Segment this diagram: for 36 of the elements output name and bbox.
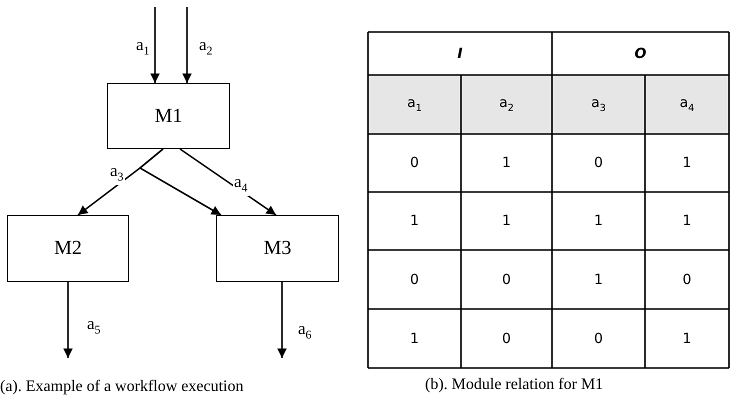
arrow xyxy=(180,148,276,216)
table-cell-text: 0 xyxy=(409,154,420,173)
module-name: M1 xyxy=(154,104,182,128)
table-cell-text: 1 xyxy=(501,154,512,173)
table-cell-text: 0 xyxy=(682,270,692,290)
column-header: a$_{3}$ xyxy=(590,94,607,116)
table-cell-text: 1 xyxy=(501,212,512,231)
table-cell-text: 0 xyxy=(501,270,512,290)
table-cell-text: 0 xyxy=(409,270,420,290)
table-cell-text: 0 xyxy=(593,154,604,173)
table-cell-text: 1 xyxy=(409,330,420,348)
module-name: M2 xyxy=(54,237,82,260)
figure-caption: (b). Module relation for M1 xyxy=(425,376,604,394)
arrow xyxy=(138,148,222,216)
table-cell-text: 1 xyxy=(409,212,420,231)
column-header: a$_{2}$ xyxy=(498,94,515,116)
table-cell-text: 1 xyxy=(682,212,692,231)
column-group-header: I xyxy=(456,44,464,64)
column-header: a$_{1}$ xyxy=(406,94,423,116)
figure-caption: (a). Example of a workflow execution xyxy=(0,378,244,396)
table-cell-text: 0 xyxy=(593,330,604,348)
arrow xyxy=(182,7,192,83)
column-header: a$_{4}$ xyxy=(678,94,696,116)
table-cell-text: 1 xyxy=(682,154,692,173)
module-box xyxy=(107,83,230,149)
table-cell-text: 1 xyxy=(593,270,604,290)
arrow xyxy=(277,282,287,358)
module-name: M3 xyxy=(264,237,292,260)
arrow xyxy=(150,7,160,83)
column-group-header: O xyxy=(634,44,648,64)
module-box xyxy=(216,215,339,282)
table-cell-text: 1 xyxy=(682,330,692,348)
table-cell-text: 1 xyxy=(593,212,604,231)
arrow xyxy=(63,282,73,358)
table-cell-text: 0 xyxy=(501,330,512,348)
module-box xyxy=(7,215,129,282)
